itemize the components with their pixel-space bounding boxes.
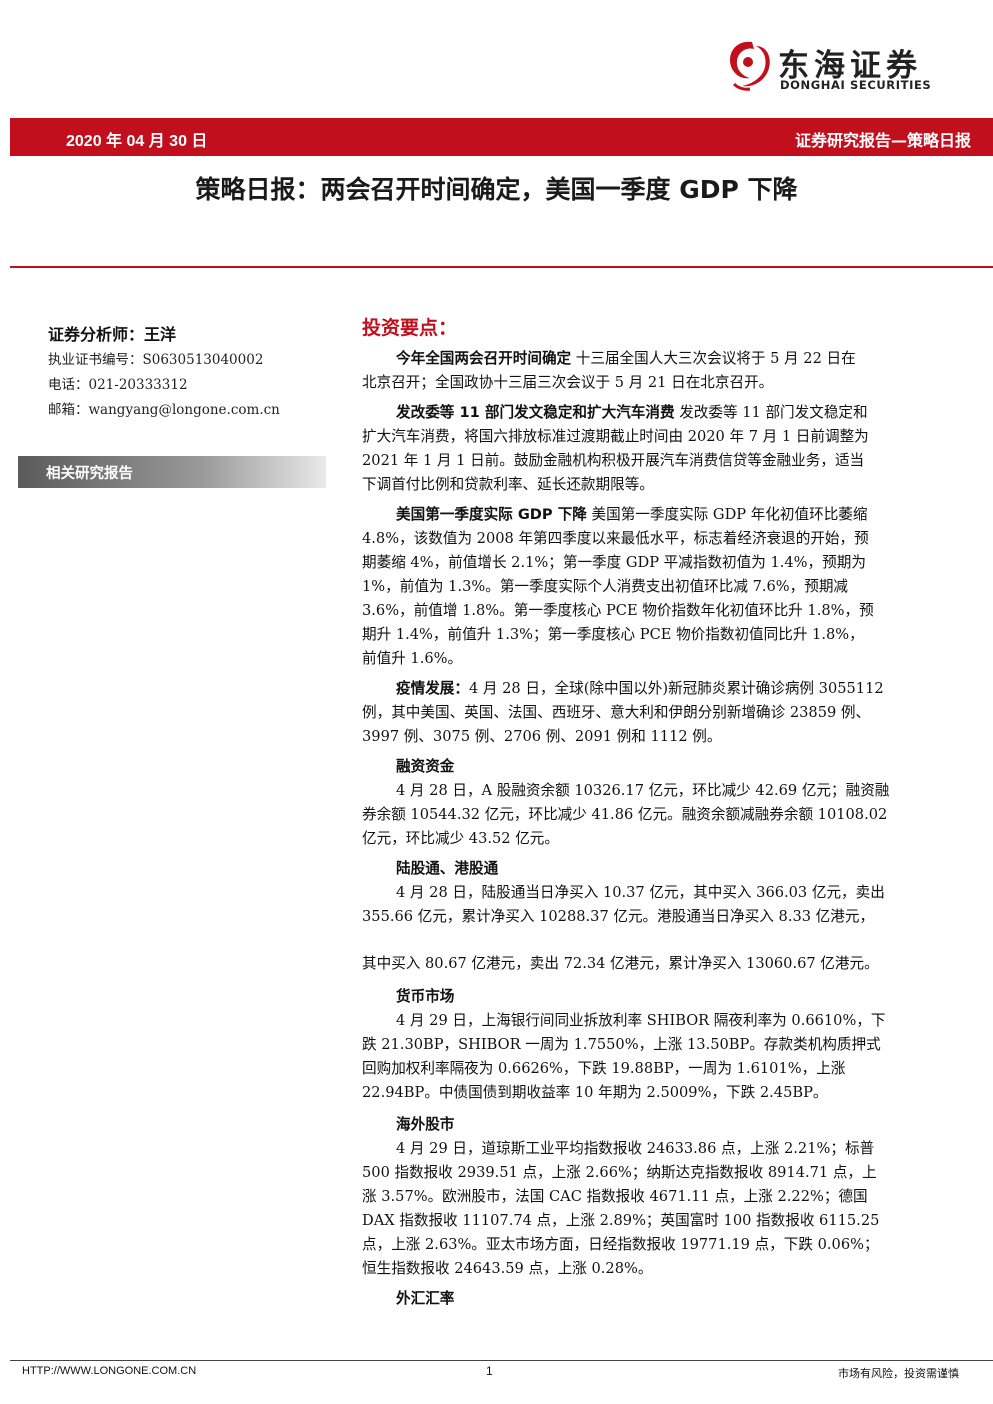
line-text: 发改委等 11 部门发文稳定和: [674, 404, 868, 421]
line-text: 美国第一季度实际 GDP 年化初值环比萎缩: [586, 506, 868, 523]
paragraph-line: 今年全国两会召开时间确定 十三届全国人大三次会议将于 5 月 22 日在: [396, 347, 856, 371]
line-text: DAX 指数报收 11107.74 点，上涨 2.89%；英国富时 100 指数…: [362, 1212, 880, 1229]
risk-disclaimer: 市场有风险，投资需谨慎: [838, 1367, 959, 1380]
paragraph-line: 发改委等 11 部门发文稳定和扩大汽车消费 发改委等 11 部门发文稳定和: [396, 401, 868, 425]
paragraph-line: 500 指数报收 2939.51 点，上涨 2.66%；纳斯达克指数报收 891…: [362, 1161, 877, 1185]
paragraph-line: 其中买入 80.67 亿港元，卖出 72.34 亿港元，累计净买入 13060.…: [362, 952, 879, 976]
paragraph-line: 亿元，环比减少 43.52 亿元。: [362, 827, 559, 851]
subsection-heading: 货币市场: [396, 985, 454, 1009]
logo-english-name: DONGHAI SECURITIES: [780, 78, 932, 92]
paragraph-line: 例，其中美国、英国、法国、西班牙、意大利和伊朗分别新增确诊 23859 例、: [362, 701, 870, 725]
analyst-phone: 电话：021-20333312: [48, 377, 188, 393]
paragraph-line: 券余额 10544.32 亿元，环比减少 41.86 亿元。融资余额减融券余额 …: [362, 803, 887, 827]
logo-chinese-name: 东海证券: [778, 48, 922, 84]
paragraph-line: 4 月 29 日，上海银行间同业拆放利率 SHIBOR 隔夜利率为 0.6610…: [396, 1009, 886, 1033]
line-text: 500 指数报收 2939.51 点，上涨 2.66%；纳斯达克指数报收 891…: [362, 1164, 877, 1181]
paragraph-line: 4 月 28 日，陆股通当日净买入 10.37 亿元，其中买入 366.03 亿…: [396, 881, 885, 905]
paragraph-line: 355.66 亿元，累计净买入 10288.37 亿元。港股通当日净买入 8.3…: [362, 905, 874, 929]
paragraph-line: 22.94BP。中债国债到期收益率 10 年期为 2.5009%，下跌 2.45…: [362, 1081, 828, 1105]
paragraph-line: 4 月 28 日，A 股融资余额 10326.17 亿元，环比减少 42.69 …: [396, 779, 889, 803]
report-title: 策略日报：两会召开时间确定，美国一季度 GDP 下降: [195, 175, 798, 204]
line-text: 4 月 29 日，道琼斯工业平均指数报收 24633.86 点，上涨 2.21%…: [396, 1140, 875, 1157]
subsection-heading: 陆股通、港股通: [396, 857, 498, 881]
line-text: 下调首付比例和贷款利率、延长还款期限等。: [362, 476, 654, 493]
paragraph-line: 涨 3.57%。欧洲股市，法国 CAC 指数报收 4671.11 点，上涨 2.…: [362, 1185, 868, 1209]
line-text: 3997 例、3075 例、2706 例、2091 例和 1112 例。: [362, 728, 722, 745]
bold-lead: 货币市场: [396, 988, 455, 1005]
footer-url: HTTP://WWW.LONGONE.COM.CN: [22, 1365, 197, 1377]
line-text: 前值升 1.6%。: [362, 650, 463, 667]
paragraph-line: 扩大汽车消费，将国六排放标准过渡期截止时间由 2020 年 7 月 1 日前调整…: [362, 425, 869, 449]
company-logo: 东海证券 DONGHAI SECURITIES: [722, 36, 972, 96]
line-text: 4 月 28 日，陆股通当日净买入 10.37 亿元，其中买入 366.03 亿…: [396, 884, 885, 901]
key-points-title: 投资要点：: [362, 317, 458, 339]
line-text: 十三届全国人大三次会议将于 5 月 22 日在: [571, 350, 856, 367]
paragraph-line: 恒生指数报收 24643.59 点，上涨 0.28%。: [362, 1257, 652, 1281]
line-text: 恒生指数报收 24643.59 点，上涨 0.28%。: [362, 1260, 653, 1277]
line-text: 例，其中美国、英国、法国、西班牙、意大利和伊朗分别新增确诊 23859 例、: [362, 704, 871, 721]
title-divider: [10, 266, 993, 268]
line-text: 其中买入 80.67 亿港元，卖出 72.34 亿港元，累计净买入 13060.…: [362, 955, 879, 972]
bold-lead: 疫情发展：: [396, 680, 469, 697]
bold-lead: 今年全国两会召开时间确定: [396, 350, 572, 367]
paragraph-line: 前值升 1.6%。: [362, 647, 462, 671]
analyst-name: 证券分析师：王洋: [48, 325, 177, 344]
line-text: 4 月 29 日，上海银行间同业拆放利率 SHIBOR 隔夜利率为 0.6610…: [396, 1012, 886, 1029]
report-type: 证券研究报告—策略日报: [794, 131, 971, 150]
paragraph-line: 下调首付比例和贷款利率、延长还款期限等。: [362, 473, 654, 497]
bold-lead: 外汇汇率: [396, 1290, 455, 1307]
subsection-heading: 外汇汇率: [396, 1287, 454, 1311]
line-text: 期萎缩 4%，前值增长 2.1%；第一季度 GDP 平减指数初值为 1.4%，预…: [362, 554, 866, 571]
paragraph-line: 1%，前值为 1.3%。第一季度实际个人消费支出初值环比减 7.6%，预期减: [362, 575, 848, 599]
paragraph-line: 2021 年 1 月 1 日前。鼓励金融机构积极开展汽车消费信贷等金融业务，适当: [362, 449, 864, 473]
paragraph-line: 3.6%，前值增 1.8%。第一季度核心 PCE 物价指数年化初值环比升 1.8…: [362, 599, 874, 623]
paragraph-line: 美国第一季度实际 GDP 下降 美国第一季度实际 GDP 年化初值环比萎缩: [396, 503, 868, 527]
related-reports-header: 相关研究报告: [18, 456, 326, 488]
line-text: 4 月 28 日，A 股融资余额 10326.17 亿元，环比减少 42.69 …: [396, 782, 890, 799]
bold-lead: 海外股市: [396, 1116, 455, 1133]
footer-divider: [10, 1360, 993, 1361]
paragraph-line: 4.8%，该数值为 2008 年第四季度以来最低水平，标志着经济衰退的开始，预: [362, 527, 869, 551]
line-text: 4.8%，该数值为 2008 年第四季度以来最低水平，标志着经济衰退的开始，预: [362, 530, 869, 547]
line-text: 跌 21.30BP，SHIBOR 一周为 1.7550%，上涨 13.50BP。…: [362, 1036, 881, 1053]
report-date: 2020 年 04 月 30 日: [66, 133, 208, 150]
line-text: 4 月 28 日，全球(除中国以外)新冠肺炎累计确诊病例 3055112: [468, 680, 884, 697]
header-bar: 2020 年 04 月 30 日 证券研究报告—策略日报: [10, 118, 993, 156]
bold-lead: 融资资金: [396, 758, 455, 775]
line-text: 点，上涨 2.63%。亚太市场方面，日经指数报收 19771.19 点，下跌 0…: [362, 1236, 879, 1253]
line-text: 北京召开；全国政协十三届三次会议于 5 月 21 日在北京召开。: [362, 374, 774, 391]
subsection-heading: 海外股市: [396, 1113, 454, 1137]
line-text: 22.94BP。中债国债到期收益率 10 年期为 2.5009%，下跌 2.45…: [362, 1084, 828, 1101]
bold-lead: 陆股通、港股通: [396, 860, 499, 877]
paragraph-line: DAX 指数报收 11107.74 点，上涨 2.89%；英国富时 100 指数…: [362, 1209, 879, 1233]
analyst-cert: 执业证书编号：S0630513040002: [48, 352, 264, 368]
line-text: 涨 3.57%。欧洲股市，法国 CAC 指数报收 4671.11 点，上涨 2.…: [362, 1188, 868, 1205]
subsection-heading: 融资资金: [396, 755, 454, 779]
analyst-email: 邮箱：wangyang@longone.com.cn: [48, 402, 280, 418]
bold-lead: 美国第一季度实际 GDP 下降: [396, 506, 587, 523]
line-text: 期升 1.4%，前值升 1.3%；第一季度核心 PCE 物价指数初值同比升 1.…: [362, 626, 864, 643]
bold-lead: 发改委等 11 部门发文稳定和扩大汽车消费: [396, 404, 675, 421]
line-text: 亿元，环比减少 43.52 亿元。: [362, 830, 559, 847]
line-text: 回购加权利率隔夜为 0.6626%，下跌 19.88BP，一周为 1.6101%…: [362, 1060, 846, 1077]
paragraph-line: 期升 1.4%，前值升 1.3%；第一季度核心 PCE 物价指数初值同比升 1.…: [362, 623, 864, 647]
line-text: 355.66 亿元，累计净买入 10288.37 亿元。港股通当日净买入 8.3…: [362, 908, 875, 925]
paragraph-line: 跌 21.30BP，SHIBOR 一周为 1.7550%，上涨 13.50BP。…: [362, 1033, 881, 1057]
related-reports-label: 相关研究报告: [46, 466, 133, 482]
paragraph-line: 4 月 29 日，道琼斯工业平均指数报收 24633.86 点，上涨 2.21%…: [396, 1137, 874, 1161]
dragon-logo-icon: [730, 41, 770, 91]
line-text: 1%，前值为 1.3%。第一季度实际个人消费支出初值环比减 7.6%，预期减: [362, 578, 849, 595]
line-text: 2021 年 1 月 1 日前。鼓励金融机构积极开展汽车消费信贷等金融业务，适当: [362, 452, 865, 469]
paragraph-line: 3997 例、3075 例、2706 例、2091 例和 1112 例。: [362, 725, 721, 749]
paragraph-line: 点，上涨 2.63%。亚太市场方面，日经指数报收 19771.19 点，下跌 0…: [362, 1233, 879, 1257]
paragraph-line: 北京召开；全国政协十三届三次会议于 5 月 21 日在北京召开。: [362, 371, 773, 395]
page-number: 1: [486, 1364, 493, 1378]
line-text: 3.6%，前值增 1.8%。第一季度核心 PCE 物价指数年化初值环比升 1.8…: [362, 602, 874, 619]
line-text: 扩大汽车消费，将国六排放标准过渡期截止时间由 2020 年 7 月 1 日前调整…: [362, 428, 869, 445]
line-text: 券余额 10544.32 亿元，环比减少 41.86 亿元。融资余额减融券余额 …: [362, 806, 888, 823]
paragraph-line: 期萎缩 4%，前值增长 2.1%；第一季度 GDP 平减指数初值为 1.4%，预…: [362, 551, 866, 575]
paragraph-line: 回购加权利率隔夜为 0.6626%，下跌 19.88BP，一周为 1.6101%…: [362, 1057, 845, 1081]
paragraph-line: 疫情发展：4 月 28 日，全球(除中国以外)新冠肺炎累计确诊病例 305511…: [396, 677, 884, 701]
